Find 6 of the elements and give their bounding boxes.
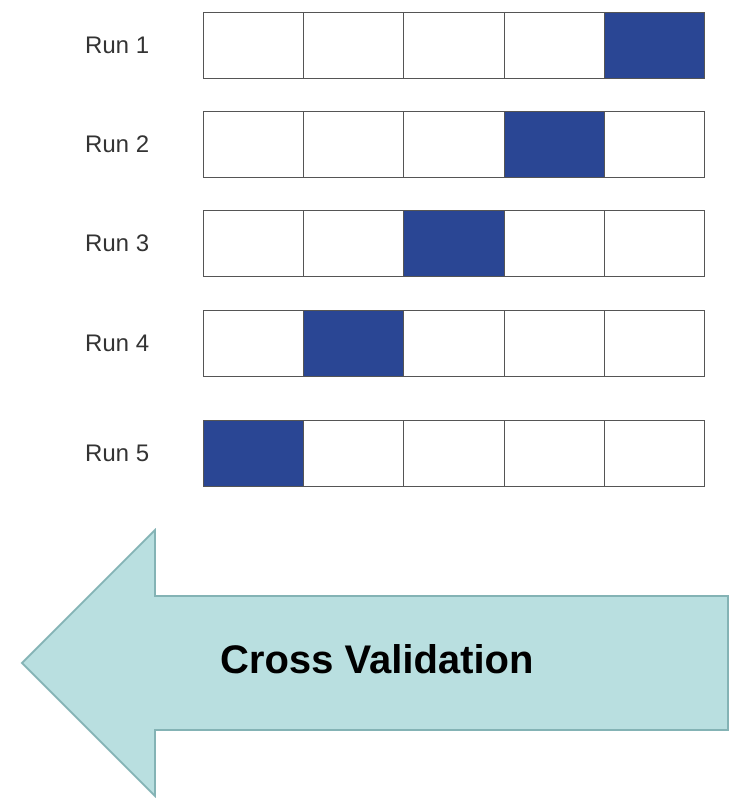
row-label: Run 5 [85,438,150,468]
row-label: Run 3 [85,228,150,258]
arrow-label: Cross Validation [220,638,534,683]
row-label: Run 1 [85,30,150,60]
row-label: Run 2 [85,130,150,160]
row-label: Run 4 [85,328,150,358]
